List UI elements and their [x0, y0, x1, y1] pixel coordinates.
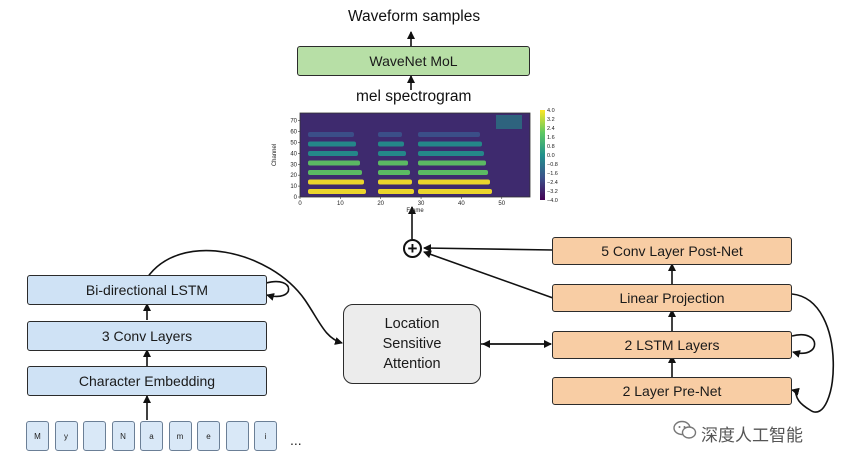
attention-line-2: Sensitive: [382, 336, 442, 352]
colorbar-tick-label: 2.4: [547, 126, 555, 132]
arrow-postnet-to-plus: [423, 244, 554, 253]
spectrogram-band: [418, 179, 490, 185]
spectrogram-frame: [299, 112, 531, 198]
colorbar-tick-label: 1.6: [547, 135, 555, 141]
spectrogram-xtick-label: 40: [458, 201, 465, 207]
bilstm-box: Bi-directional LSTM: [27, 275, 267, 305]
spectrogram-band: [378, 179, 412, 185]
spectrogram-band: [308, 170, 362, 175]
colorbar-tick-label: −1.6: [547, 171, 558, 177]
spectrogram-band: [418, 141, 482, 147]
spectrogram-xtick-label: 30: [418, 201, 425, 207]
spectrogram-xtick-label: 20: [377, 201, 384, 207]
spectrogram-band: [378, 170, 410, 175]
spectrogram-band: [378, 160, 408, 166]
colorbar-tick-label: −2.4: [547, 180, 558, 186]
prenet-box: 2 Layer Pre-Net: [552, 377, 792, 405]
spectrogram-band: [378, 132, 402, 137]
colorbar: [540, 110, 545, 200]
input-char-box: M: [26, 421, 49, 451]
mel-label: mel spectrogram: [356, 88, 472, 105]
wavenet-box: WaveNet MoL: [297, 46, 530, 76]
spectrogram-ytick-label: 40: [290, 151, 297, 157]
arrow-bilstm-self-loop: [265, 280, 290, 301]
lstm-layers-box: 2 LSTM Layers: [552, 331, 792, 359]
input-char-box: e: [197, 421, 220, 451]
spectrogram-xtick-label: 0: [298, 201, 302, 207]
spectrogram-band: [418, 189, 492, 194]
spectrogram-band: [378, 151, 406, 156]
input-char-box: N: [111, 421, 135, 451]
colorbar-tick-label: 4.0: [547, 108, 555, 114]
input-char-box: m: [168, 421, 192, 451]
postnet-box: 5 Conv Layer Post-Net: [552, 237, 792, 265]
spectrogram-ylabel: Channel: [272, 144, 278, 166]
input-ellipsis: ...: [290, 432, 302, 448]
arrow-linear-feedback: [791, 293, 835, 413]
attention-line-3: Attention: [383, 356, 441, 372]
linear-projection-box: Linear Projection: [552, 284, 792, 312]
sum-node: +: [403, 239, 422, 258]
spectrogram-ytick-label: 0: [294, 195, 298, 201]
input-char-box: [83, 421, 106, 451]
arrow-bilstm-to-attention: [146, 249, 343, 345]
spectrogram-band: [378, 141, 404, 147]
colorbar-tick-label: 0.0: [547, 153, 555, 159]
colorbar-tick-label: −3.2: [547, 189, 558, 195]
spectrogram-band: [308, 160, 360, 166]
input-char-box: y: [54, 421, 78, 451]
attention-box: Location Sensitive Attention: [343, 304, 481, 384]
spectrogram-xtick-label: 50: [498, 201, 505, 207]
spectrogram-ytick-label: 50: [290, 140, 297, 146]
spectrogram-ytick-label: 10: [290, 184, 297, 190]
input-char-box: [225, 421, 249, 451]
colorbar-tick-label: −4.0: [547, 198, 558, 204]
colorbar-tick-label: 0.8: [547, 144, 555, 150]
spectrogram-xlabel: Frame: [406, 208, 424, 213]
spectrogram-band: [308, 141, 356, 147]
spectrogram-band: [378, 189, 414, 194]
char-embedding-box: Character Embedding: [27, 366, 267, 396]
arrow-lstm-self-loop: [791, 333, 816, 358]
spectrogram-ytick-label: 70: [290, 119, 297, 125]
input-char-box: i: [254, 421, 277, 451]
watermark-text: 深度人工智能: [701, 426, 803, 445]
colorbar-tick-label: −0.8: [547, 162, 558, 168]
spectrogram-ytick-label: 20: [290, 173, 297, 179]
spectrogram-band: [308, 151, 358, 156]
spectrogram-band: [418, 170, 488, 175]
spectrogram-band: [308, 189, 366, 194]
spectrogram-ytick-label: 30: [290, 162, 297, 168]
spectrogram-band: [496, 115, 522, 129]
wechat-icon: [673, 420, 697, 439]
input-char-box: a: [140, 421, 163, 451]
spectrogram-ytick-label: 60: [290, 130, 297, 136]
spectrogram-band: [418, 151, 484, 156]
arrow-linear-to-plus: [423, 250, 554, 299]
conv-layers-box: 3 Conv Layers: [27, 321, 267, 351]
output-label: Waveform samples: [348, 8, 481, 25]
spectrogram-band: [418, 132, 480, 137]
spectrogram-band: [308, 179, 364, 185]
colorbar-tick-label: 3.2: [547, 117, 555, 123]
spectrogram-band: [418, 160, 486, 166]
spectrogram-band: [308, 132, 354, 137]
attention-line-1: Location: [384, 316, 440, 332]
spectrogram-xtick-label: 10: [337, 201, 344, 207]
